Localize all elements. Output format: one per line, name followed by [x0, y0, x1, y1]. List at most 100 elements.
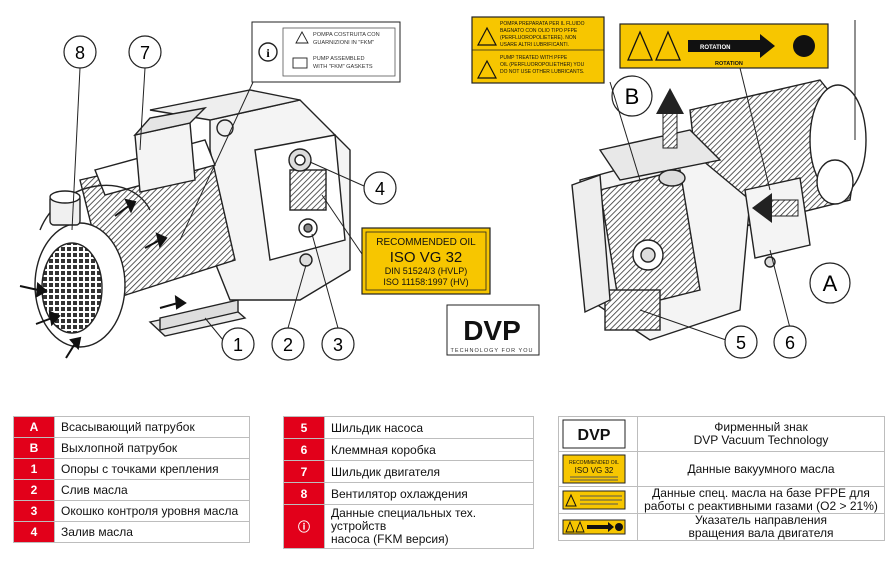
- callouts-right: B A 5 6: [611, 75, 851, 359]
- svg-text:(PERFLUOROPOLIETERE). NON: (PERFLUOROPOLIETERE). NON: [500, 35, 577, 41]
- fkm-info-label: i POMPA COSTRUITA CON GUARNIZIONI IN "FK…: [179, 21, 401, 241]
- svg-text:5: 5: [736, 333, 746, 353]
- callout-B: B: [611, 75, 653, 117]
- legend-key: 2: [13, 479, 55, 501]
- legend-key: 6: [283, 438, 325, 461]
- svg-text:USARE ALTRI LUBRIFICANTI.: USARE ALTRI LUBRIFICANTI.: [500, 42, 569, 48]
- svg-text:ISO 11158:1997 (HV): ISO 11158:1997 (HV): [383, 277, 468, 287]
- callout-8: 8: [63, 35, 97, 231]
- svg-text:RECOMMENDED OIL: RECOMMENDED OIL: [569, 460, 619, 466]
- dvp-logo-icon: DVP: [562, 419, 626, 449]
- legend-key: 7: [283, 460, 325, 483]
- svg-text:RECOMMENDED OIL: RECOMMENDED OIL: [376, 237, 476, 248]
- hot-surface-icon: [655, 30, 681, 61]
- legend-key: 5: [283, 416, 325, 439]
- callout-2-label: 2: [283, 335, 293, 355]
- left-pump-drawing: [34, 89, 351, 348]
- pump-illustration: 8 7 4 1 2 3 i: [19, 16, 867, 361]
- legend-text: Шильдик насоса: [324, 416, 534, 439]
- legend-key: B: [13, 437, 55, 459]
- recommended-oil-label: RECOMMENDED OIL ISO VG 32 DIN 51524/3 (H…: [321, 194, 491, 295]
- rotation-arrow-icon: [562, 519, 626, 535]
- legend-key: 3: [13, 500, 55, 522]
- legend-key: A: [13, 416, 55, 438]
- legend-text: Залив масла: [54, 521, 250, 543]
- svg-text:PUMP TREATED WITH PFPE: PUMP TREATED WITH PFPE: [500, 55, 568, 61]
- callout-6: 6: [769, 249, 807, 359]
- svg-text:ISO VG 32: ISO VG 32: [390, 249, 463, 266]
- legend-text: Шильдик двигателя: [324, 460, 534, 483]
- legend-text: Опоры с точками крепления: [54, 458, 250, 480]
- svg-text:6: 6: [785, 333, 795, 353]
- rotation-arrow-icon: [688, 34, 775, 58]
- manual-icon: [793, 35, 815, 57]
- svg-text:GUARNIZIONI IN "FKM": GUARNIZIONI IN "FKM": [313, 40, 374, 46]
- svg-text:DVP: DVP: [578, 427, 611, 444]
- legend-text: Окошко контроля уровня масла: [54, 500, 250, 522]
- legend-text: Всасывающий патрубок: [54, 416, 250, 438]
- callout-2: 2: [271, 264, 307, 361]
- callout-A: A: [809, 262, 851, 304]
- svg-text:i: i: [266, 46, 270, 60]
- legend-row: RECOMMENDED OIL ISO VG 32 Данные вакуумн…: [558, 451, 885, 487]
- legend-key: 1: [13, 458, 55, 480]
- electric-hazard-icon: [627, 30, 653, 61]
- svg-text:DIN 51524/3 (HVLP): DIN 51524/3 (HVLP): [385, 266, 468, 276]
- callout-1-label: 1: [233, 335, 243, 355]
- dvp-logo: DVP TECHNOLOGY FOR YOU: [446, 304, 540, 356]
- rotation-direction-label: ROTATION ROTATION: [619, 20, 856, 191]
- svg-text:BAGNATO CON OLIO TIPO PFPE: BAGNATO CON OLIO TIPO PFPE: [500, 28, 578, 34]
- legend-key: 8: [283, 482, 325, 505]
- oil-label-icon: RECOMMENDED OIL ISO VG 32: [562, 454, 626, 484]
- callout-1: 1: [204, 317, 255, 361]
- legend-text: Данные вакуумного масла: [637, 451, 885, 487]
- legend-text: Вентилятор охлаждения: [324, 482, 534, 505]
- svg-text:ISO VG 32: ISO VG 32: [575, 466, 614, 475]
- svg-text:DVP: DVP: [463, 315, 521, 346]
- svg-text:A: A: [823, 271, 838, 296]
- right-pump-drawing: [571, 79, 867, 341]
- callout-7-label: 7: [140, 43, 150, 63]
- warning-triangle-icon: [295, 31, 309, 44]
- callouts-left: 8 7 4 1 2 3: [63, 35, 397, 361]
- info-icon: ⓘ: [283, 504, 325, 549]
- callout-3-label: 3: [333, 335, 343, 355]
- svg-text:WITH "FKM" GASKETS: WITH "FKM" GASKETS: [313, 64, 373, 70]
- svg-text:POMPA PREPARATA PER IL FLUIDO: POMPA PREPARATA PER IL FLUIDO: [500, 21, 585, 27]
- svg-text:DO NOT USE OTHER LUBRICANTS.: DO NOT USE OTHER LUBRICANTS.: [500, 69, 584, 75]
- legend-text: Клеммная коробка: [324, 438, 534, 461]
- svg-text:OIL (PERFLUOROPOLIETHER) YOU: OIL (PERFLUOROPOLIETHER) YOU: [500, 62, 585, 68]
- callout-4-label: 4: [375, 179, 385, 199]
- svg-text:ROTATION: ROTATION: [715, 61, 743, 67]
- callout-3: 3: [311, 233, 355, 361]
- svg-text:POMPA COSTRUITA CON: POMPA COSTRUITA CON: [313, 32, 380, 38]
- pfpe-warning-icon: [562, 490, 626, 510]
- legend-key: 4: [13, 521, 55, 543]
- callout-8-label: 8: [75, 43, 85, 63]
- legend-text: Выхлопной патрубок: [54, 437, 250, 459]
- legend-text: Слив масла: [54, 479, 250, 501]
- info-icon: [258, 42, 278, 62]
- callout-7: 7: [128, 35, 162, 151]
